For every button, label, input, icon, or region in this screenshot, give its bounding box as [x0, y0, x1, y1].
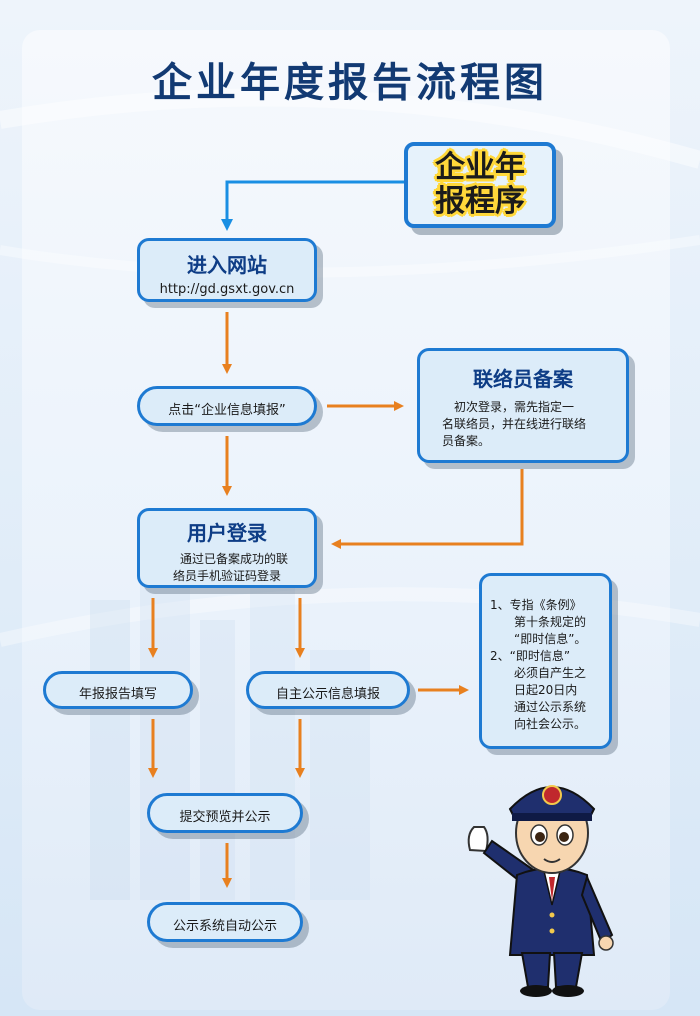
liaison-line-2: 名联络员，并在线进行联络: [442, 417, 587, 431]
officer-mascot-illustration: [467, 785, 614, 997]
note-line-8: 向社会公示。: [514, 717, 587, 731]
program-line-1: 企业年: [435, 150, 525, 185]
arrow-liaison-to-login: [331, 469, 524, 549]
auto-publish-label: 公示系统自动公示: [172, 919, 277, 934]
enter-website-url: http://gd.gsxt.gov.cn: [159, 282, 295, 297]
user-login-box: 用户登录 通过已备案成功的联 络员手机验证码登录: [137, 508, 317, 588]
note-line-3: “即时信息”。: [514, 632, 587, 646]
click-fill-label: 点击“企业信息填报”: [168, 403, 286, 418]
program-badge: 企业年报程序: [404, 142, 556, 228]
self-publish-box: 自主公示信息填报: [246, 671, 410, 709]
instant-info-note-box: 1、专指《条例》 第十条规定的 “即时信息”。 2、“即时信息” 必须自产生之 …: [479, 573, 612, 749]
self-publish-label: 自主公示信息填报: [275, 687, 380, 702]
liaison-box: 联络员备案 初次登录，需先指定一 名联络员，并在线进行联络 员备案。: [417, 348, 629, 463]
note-line-2: 第十条规定的: [514, 615, 587, 629]
annual-report-label: 年报报告填写: [78, 687, 157, 702]
annual-report-box: 年报报告填写: [43, 671, 193, 709]
page-title: 企业年度报告流程图: [152, 59, 548, 106]
note-line-5: 必须自产生之: [514, 666, 587, 680]
note-line-4: 2、“即时信息”: [490, 649, 571, 663]
program-line-2: 报程序: [435, 184, 525, 219]
user-login-line-1: 通过已备案成功的联: [179, 552, 288, 566]
enter-website-box: 进入网站 http://gd.gsxt.gov.cn: [137, 238, 317, 302]
submit-preview-label: 提交预览并公示: [179, 810, 271, 825]
liaison-line-1: 初次登录，需先指定一: [454, 400, 575, 414]
note-line-6: 日起20日内: [514, 683, 578, 697]
auto-publish-box: 公示系统自动公示: [147, 902, 303, 942]
liaison-title: 联络员备案: [473, 367, 573, 391]
submit-preview-box: 提交预览并公示: [147, 793, 303, 833]
user-login-line-2: 络员手机验证码登录: [172, 569, 281, 583]
user-login-title: 用户登录: [187, 521, 267, 545]
note-line-1: 1、专指《条例》: [490, 598, 582, 612]
liaison-line-3: 员备案。: [442, 434, 491, 448]
arrow-program-to-site: [221, 180, 404, 231]
note-line-7: 通过公示系统: [514, 700, 587, 714]
enter-website-title: 进入网站: [187, 253, 267, 277]
click-fill-box: 点击“企业信息填报”: [137, 386, 317, 426]
